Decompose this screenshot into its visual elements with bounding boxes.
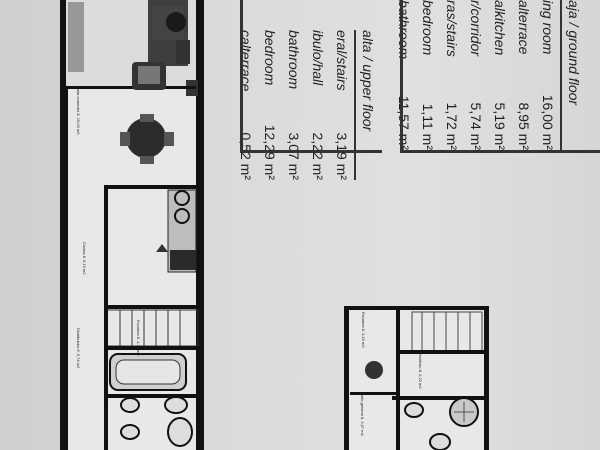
ground-corridor-label: Distribuidor 8. 5,74 m2.: [76, 328, 81, 370]
room-name: calterrace: [238, 30, 254, 92]
area-row: bedroom12,29 m²: [258, 30, 282, 180]
ground-table-border: [400, 0, 403, 152]
room-area: 0,52 m²: [238, 132, 254, 180]
upper-stairs-label: Escalera 8. 3,19 m2.: [361, 312, 366, 349]
ground-stairs-label: Escalera 8. 1,72 m2.: [136, 320, 141, 357]
upper-hall-label: Vestíbulo 8. 2,22 m2.: [418, 352, 423, 390]
room-area: 3,19 m²: [334, 132, 350, 180]
room-area: 8,95 m²: [516, 102, 532, 150]
area-row: ras/stairs 1,72 m²: [440, 0, 464, 150]
room-name: bedroom: [262, 30, 278, 86]
room-area: 16,00 m²: [540, 94, 556, 150]
room-name: ing room: [540, 0, 556, 55]
area-row: bathroom 11,57 m²: [392, 0, 416, 150]
room-name: bedroom: [420, 0, 436, 56]
room-name: alkitchen: [492, 0, 508, 56]
room-name: alterrace: [516, 0, 532, 55]
upper-bath-label: Baño general 8. 3,07 m2.: [360, 392, 365, 437]
ground-living-label: Estar-comedor 8. 16,00 m2.: [76, 86, 81, 136]
area-row: bathroom 3,07 m²: [282, 30, 306, 180]
ground-kitchen-label: Cocina 8. 5,19 m2.: [82, 242, 87, 276]
upper-table-bottom: [240, 150, 382, 153]
area-row: calterrace 0,52 m²: [234, 30, 258, 180]
room-area: 1,72 m²: [444, 102, 460, 150]
room-name: bathroom: [286, 30, 302, 90]
area-row: bedroom 1,11 m²: [416, 0, 440, 150]
ground-table-header: aja / ground floor: [560, 0, 586, 150]
room-area: 2,22 m²: [310, 132, 326, 180]
upper-table-border: [240, 0, 243, 152]
area-row: eral/stairs 3,19 m²: [330, 30, 354, 180]
room-area: 5,19 m²: [492, 102, 508, 150]
room-area: 11,57 m²: [396, 95, 412, 150]
area-row: ibulo/hall 2,22 m²: [306, 30, 330, 180]
upper-table-header: alta / upper floor: [354, 30, 380, 180]
room-area: 1,11 m²: [420, 103, 436, 150]
area-row: r/corridor 5,74 m²: [464, 0, 488, 150]
area-row: alterrace 8,95 m²: [512, 0, 536, 150]
room-name: ras/stairs: [444, 0, 460, 57]
room-area: 5,74 m²: [468, 102, 484, 150]
room-area: 3,07 m²: [286, 132, 302, 180]
area-row: alkitchen 5,19 m²: [488, 0, 512, 150]
room-name: eral/stairs: [334, 30, 350, 91]
ground-bath-label: Baño 8. 3,07 m2.: [104, 410, 109, 441]
area-row: ing room 16,00 m²: [536, 0, 560, 150]
room-name: ibulo/hall: [310, 30, 326, 86]
room-name: bathroom: [396, 0, 412, 60]
room-name: r/corridor: [468, 0, 484, 57]
ground-table-bottom: [400, 150, 600, 153]
